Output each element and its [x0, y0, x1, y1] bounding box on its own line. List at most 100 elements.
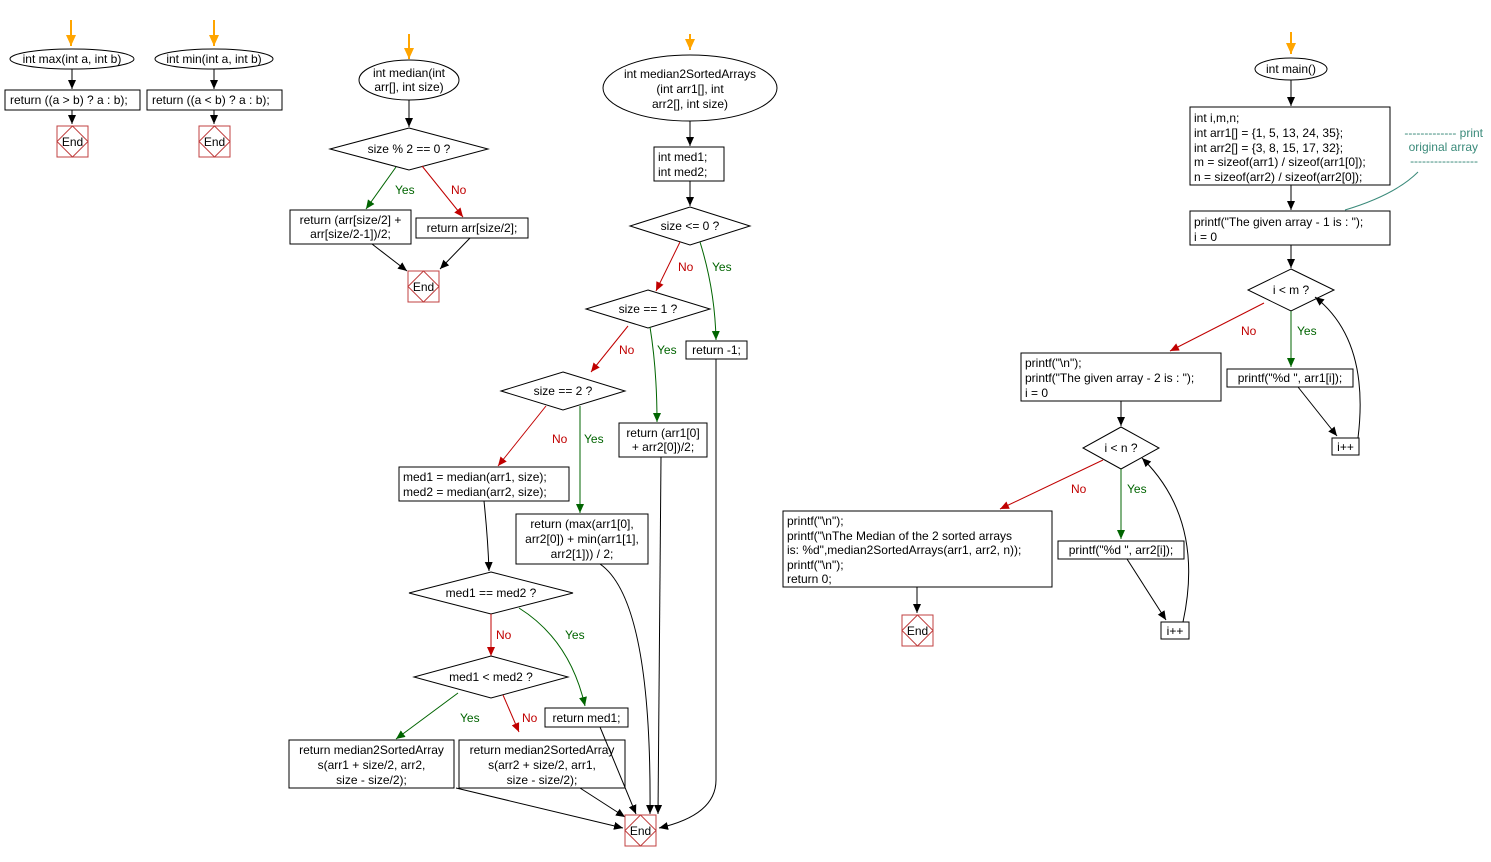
- no-label: No: [496, 628, 512, 642]
- print-median-label: return 0;: [787, 572, 832, 586]
- loop2-body-box: [1057, 540, 1185, 560]
- print-median-label: is: %d",median2SortedArrays(arr1, arr2, …: [787, 543, 1021, 557]
- yes-label: Yes: [1297, 324, 1317, 338]
- print-array2-box: [1020, 352, 1222, 402]
- flow-arrow: [371, 243, 408, 272]
- no-label: No: [1071, 482, 1087, 496]
- min-end-node: [198, 125, 231, 158]
- yes-branch: [395, 692, 459, 740]
- yes-branch: [699, 241, 720, 341]
- yes-branch: [365, 166, 397, 210]
- median2-start-label: (int arr1[], int: [656, 82, 724, 96]
- return-maxmin-box: [515, 513, 649, 565]
- print-array1-label: printf("The given array - 1 is : ");: [1194, 215, 1363, 229]
- flow-arrow: [1126, 558, 1167, 621]
- max-function: int max(int a, int b) return ((a > b) ? …: [4, 20, 141, 158]
- comment-label: ------------- print: [1404, 126, 1483, 140]
- yes-label: Yes: [584, 432, 604, 446]
- median-return-even-label: arr[size/2-1])/2;: [310, 227, 391, 241]
- min-function: int min(int a, int b) return ((a < b) ? …: [146, 20, 283, 158]
- end-diamond-shape: [624, 814, 657, 847]
- return-recurse1-label: s(arr1 + size/2, arr2,: [318, 758, 426, 772]
- median-return-odd-label: return arr[size/2];: [427, 221, 518, 235]
- return-sum-box: [618, 422, 708, 458]
- median-function: int median(int arr[], int size) size % 2…: [289, 34, 529, 303]
- calc-medians-label: med2 = median(arr2, size);: [403, 485, 547, 499]
- yes-label: Yes: [657, 343, 677, 357]
- median-condition-label: size % 2 == 0 ?: [368, 142, 451, 156]
- comment-label: original array: [1409, 140, 1478, 154]
- calc-medians-label: med1 = median(arr1, size);: [403, 470, 547, 484]
- med-equal-label: med1 == med2 ?: [446, 586, 537, 600]
- no-branch: [421, 165, 464, 218]
- return-recurse2-label: s(arr2 + size/2, arr1,: [488, 758, 596, 772]
- size-le-zero-label: size <= 0 ?: [661, 219, 720, 233]
- main-function: int main() int i,m,n; int arr1[] = {1, 5…: [782, 32, 1484, 647]
- loop-back-arrow: [1314, 296, 1361, 439]
- loop1-body-label: printf("%d ", arr1[i]);: [1238, 371, 1343, 385]
- no-branch: [999, 459, 1104, 510]
- median-return-even-label: return (arr[size/2] +: [300, 213, 402, 227]
- median2-decl-label: int med2;: [658, 165, 707, 179]
- return-med1-box: [544, 707, 629, 728]
- no-label: No: [678, 260, 694, 274]
- return-neg-label: return -1;: [692, 343, 741, 357]
- size-eq-two-diamond: [499, 371, 627, 411]
- loop1-increment-label: i++: [1337, 440, 1354, 454]
- main-init-label: n = sizeof(arr2) / sizeof(arr2[0]);: [1194, 170, 1362, 184]
- min-return-label: return ((a < b) ? a : b);: [152, 93, 270, 107]
- end-diamond-shape: [198, 125, 231, 158]
- loop1-condition-label: i < m ?: [1273, 283, 1310, 297]
- main-init-label: int arr2[] = {3, 8, 15, 17, 32};: [1194, 141, 1343, 155]
- return-sum-label: return (arr1[0]: [626, 426, 699, 440]
- return-recurse2-box: [458, 739, 626, 789]
- no-label: No: [522, 711, 538, 725]
- print-array2-label: printf("The given array - 2 is : ");: [1025, 371, 1194, 385]
- comment-connector: [1344, 171, 1419, 211]
- return-recurse1-label: size - size/2);: [336, 773, 407, 787]
- median-return-odd-box: [415, 217, 529, 239]
- median2-function: int median2SortedArrays (int arr1[], int…: [288, 34, 778, 847]
- no-label: No: [451, 183, 467, 197]
- return-recurse1-box: [288, 739, 455, 789]
- loop-back-arrow: [1141, 457, 1190, 623]
- print-array1-label: i = 0: [1194, 230, 1217, 244]
- end-diamond-shape: [901, 614, 934, 647]
- yes-branch: [649, 326, 661, 423]
- end-diamond-shape: [56, 125, 89, 158]
- return-recurse2-label: size - size/2);: [507, 773, 578, 787]
- median-condition-diamond: [328, 127, 490, 171]
- flow-arrow: [439, 237, 471, 270]
- print-array1-box: [1189, 210, 1391, 246]
- return-recurse1-label: return median2SortedArray: [299, 743, 444, 757]
- main-init-label: int i,m,n;: [1194, 111, 1239, 125]
- flow-arrow: [599, 726, 637, 815]
- max-start-label: int max(int a, int b): [23, 52, 122, 66]
- main-init-label: int arr1[] = {1, 5, 13, 24, 35};: [1194, 126, 1343, 140]
- yes-label: Yes: [395, 183, 415, 197]
- main-init-box: [1189, 106, 1391, 186]
- yes-label: Yes: [460, 711, 480, 725]
- loop1-increment-box: [1331, 437, 1360, 456]
- median-end-node: [407, 270, 440, 303]
- min-end-label: End: [204, 135, 225, 149]
- size-eq-one-diamond: [584, 289, 712, 329]
- size-le-zero-diamond: [628, 206, 752, 246]
- max-end-label: End: [62, 135, 83, 149]
- calc-medians-box: [398, 466, 570, 502]
- yes-branch: [518, 607, 587, 707]
- yes-label: Yes: [1127, 482, 1147, 496]
- return-med1-label: return med1;: [552, 711, 620, 725]
- median2-end-label: End: [630, 824, 651, 838]
- loop2-increment-box: [1160, 621, 1190, 640]
- no-branch: [1169, 302, 1265, 352]
- min-start-label: int min(int a, int b): [166, 52, 261, 66]
- flow-arrow: [658, 359, 717, 830]
- loop2-body-label: printf("%d ", arr2[i]);: [1069, 543, 1174, 557]
- return-maxmin-label: arr2[1])) / 2;: [551, 547, 614, 561]
- main-start-label: int main(): [1266, 62, 1316, 76]
- median-return-even-box: [289, 209, 412, 245]
- print-median-label: printf("\n");: [787, 558, 844, 572]
- median2-decl-label: int med1;: [658, 150, 707, 164]
- print-median-box: [782, 510, 1053, 588]
